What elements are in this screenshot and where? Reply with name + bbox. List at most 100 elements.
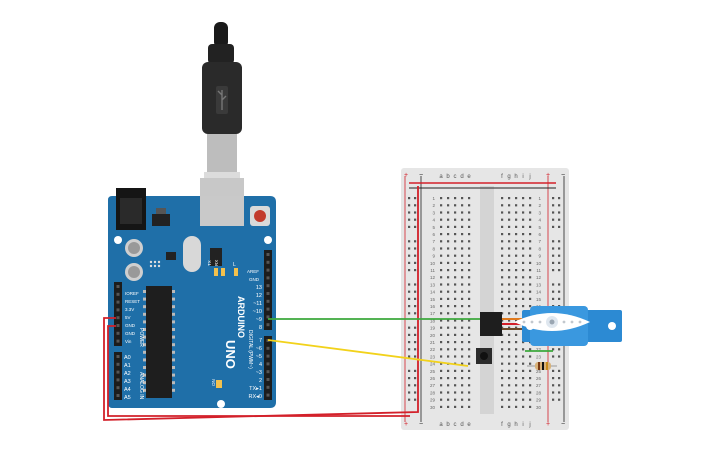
breadboard-hole bbox=[529, 218, 532, 221]
header-hole bbox=[266, 276, 270, 280]
breadboard-hole bbox=[440, 197, 443, 200]
rail-hole bbox=[558, 247, 561, 250]
breadboard-hole bbox=[461, 405, 464, 408]
breadboard-hole bbox=[529, 297, 532, 300]
rail-hole bbox=[414, 341, 417, 344]
breadboard-hole bbox=[529, 261, 532, 264]
pushbutton[interactable] bbox=[476, 348, 492, 364]
header-hole bbox=[266, 307, 270, 311]
rail-hole bbox=[552, 254, 555, 257]
chip-pin bbox=[172, 328, 175, 331]
rail-hole bbox=[552, 247, 555, 250]
breadboard-hole bbox=[454, 211, 457, 214]
breadboard-hole bbox=[461, 218, 464, 221]
rail-hole bbox=[558, 211, 561, 214]
breadboard-hole bbox=[501, 240, 504, 243]
header-hole bbox=[266, 268, 270, 272]
horn-hole bbox=[570, 320, 574, 324]
breadboard-hole bbox=[468, 211, 471, 214]
breadboard-hole bbox=[501, 197, 504, 200]
breadboard-hole bbox=[440, 341, 443, 344]
breadboard-hole bbox=[515, 341, 518, 344]
header-hole bbox=[116, 355, 120, 358]
rail-hole bbox=[552, 377, 555, 380]
header-hole bbox=[116, 331, 120, 335]
column-letter: g bbox=[507, 422, 510, 428]
rail-hole bbox=[408, 384, 411, 387]
wire-pin7-yellow[interactable] bbox=[267, 339, 469, 367]
breadboard-hole bbox=[440, 305, 443, 308]
breadboard-hole bbox=[515, 377, 518, 380]
tx-led-label: TX bbox=[207, 260, 212, 266]
breadboard-hole bbox=[529, 225, 532, 228]
horn-hole bbox=[562, 320, 566, 324]
breadboard-hole bbox=[522, 218, 525, 221]
breadboard-hole bbox=[468, 398, 471, 401]
breadboard-hole bbox=[468, 319, 471, 322]
breadboard-hole bbox=[508, 333, 511, 336]
rail-hole bbox=[414, 348, 417, 351]
header-hole bbox=[266, 385, 270, 389]
breadboard-hole bbox=[468, 261, 471, 264]
rail-hole bbox=[552, 384, 555, 387]
breadboard-hole bbox=[440, 398, 443, 401]
breadboard-hole bbox=[501, 254, 504, 257]
chip-pin bbox=[172, 366, 175, 369]
row-number: 21 bbox=[430, 340, 436, 345]
breadboard-hole bbox=[454, 290, 457, 293]
breadboard-hole bbox=[447, 305, 450, 308]
power-label: POWER bbox=[138, 328, 144, 347]
breadboard-hole bbox=[461, 384, 464, 387]
rail-plus-tl: + bbox=[404, 172, 408, 179]
breadboard-hole bbox=[454, 297, 457, 300]
rail-hole bbox=[552, 355, 555, 358]
row-number: 22 bbox=[536, 347, 542, 352]
horn-hole bbox=[530, 320, 534, 324]
row-number: 1 bbox=[538, 196, 541, 201]
breadboard-hole bbox=[529, 405, 532, 408]
header-hole bbox=[266, 292, 270, 295]
breadboard-hole bbox=[529, 290, 532, 293]
rail-hole bbox=[414, 391, 417, 394]
breadboard-hole bbox=[461, 341, 464, 344]
breadboard-hole bbox=[515, 276, 518, 279]
row-number: 22 bbox=[430, 347, 436, 352]
rail-hole bbox=[408, 297, 411, 300]
breadboard-hole bbox=[440, 269, 443, 272]
breadboard-hole bbox=[522, 348, 525, 351]
breadboard-hole bbox=[461, 355, 464, 358]
breadboard-hole bbox=[515, 333, 518, 336]
breadboard-hole bbox=[461, 348, 464, 351]
breadboard-hole bbox=[501, 377, 504, 380]
mounting-hole bbox=[264, 236, 272, 244]
analog-in-label: ANALOG IN bbox=[138, 372, 144, 400]
breadboard-hole bbox=[440, 261, 443, 264]
rail-hole bbox=[408, 204, 411, 207]
reset-pin-label: RESET bbox=[125, 299, 140, 304]
rail-hole bbox=[408, 247, 411, 250]
rail-hole bbox=[414, 240, 417, 243]
rail-hole bbox=[408, 369, 411, 372]
wire-5v-red[interactable] bbox=[103, 186, 419, 421]
breadboard-hole bbox=[501, 333, 504, 336]
servo-connector bbox=[480, 312, 502, 336]
aref-label: AREF bbox=[247, 269, 259, 274]
breadboard-hole bbox=[508, 276, 511, 279]
breadboard-hole bbox=[508, 341, 511, 344]
row-number: 18 bbox=[430, 318, 436, 323]
breadboard-hole bbox=[522, 290, 525, 293]
breadboard-hole bbox=[468, 197, 471, 200]
column-letter: a bbox=[439, 422, 443, 428]
chip-pin bbox=[143, 381, 146, 385]
header-hole bbox=[266, 284, 270, 288]
rail-hole bbox=[558, 240, 561, 243]
digital-pin-label: 4 bbox=[259, 362, 262, 368]
breadboard-hole bbox=[461, 290, 464, 293]
arduino-model-label: UNO bbox=[223, 340, 238, 369]
analog-pin-label: A5 bbox=[124, 395, 131, 401]
header-hole bbox=[266, 378, 270, 381]
breadboard-hole bbox=[447, 355, 450, 358]
wire-gnd-black-red[interactable] bbox=[107, 325, 410, 417]
rail-hole bbox=[414, 218, 417, 221]
rail-hole bbox=[414, 225, 417, 228]
